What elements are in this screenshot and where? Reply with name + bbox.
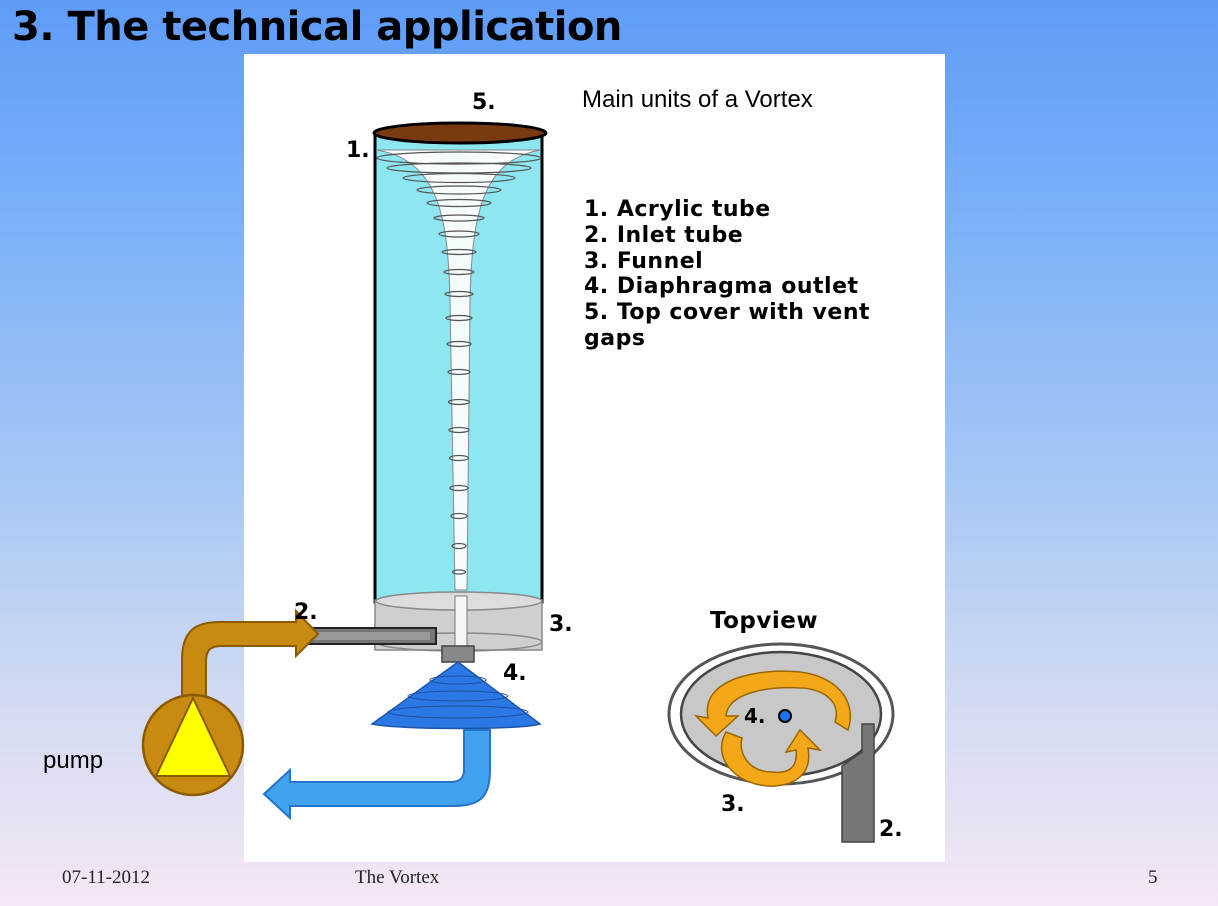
legend-item: 1. Acrylic tube [584,197,771,222]
topview-marker-4: 4. [744,704,766,728]
topview-marker-2: 2. [879,817,903,842]
pump-pipe [181,608,320,701]
pump-label: pump [43,747,104,774]
marker-1: 1. [346,138,370,163]
marker-3: 3. [549,612,573,637]
vortex-rings [376,151,542,575]
legend-item: 5. Top cover with vent [584,300,870,326]
diaphragm-outlet [441,645,475,663]
marker-2: 2. [294,600,318,625]
topview-marker-3: 3. [721,792,745,817]
swirl-arrow-lower [720,728,823,787]
legend-item: 2. Inlet tube [584,222,744,248]
topview-outlet [778,709,792,723]
marker-5: 5. [472,90,496,115]
outlet-cone [370,661,542,730]
diagram-heading: Main units of a Vortex [582,86,813,113]
footer-title: The Vortex [355,867,440,888]
topview-group [667,642,895,843]
top-cover [372,121,548,145]
return-arrow [262,729,491,821]
topview-inlet [841,723,875,843]
legend-list: 1. Acrylic tube 2. Inlet tube 3. Funnel … [584,197,870,352]
page-number: 5 [1148,867,1158,888]
topview-title: Topview [710,608,819,634]
slide-title: 3. The technical application [12,4,622,50]
swirl-arrow-upper [693,670,852,738]
marker-4: 4. [503,661,527,686]
legend-item: gaps [584,325,646,351]
footer-date: 07-11-2012 [62,867,150,888]
legend-item: 3. Funnel [584,248,704,274]
legend-item: 4. Diaphragma outlet [584,274,859,300]
pump-triangle [154,695,232,777]
